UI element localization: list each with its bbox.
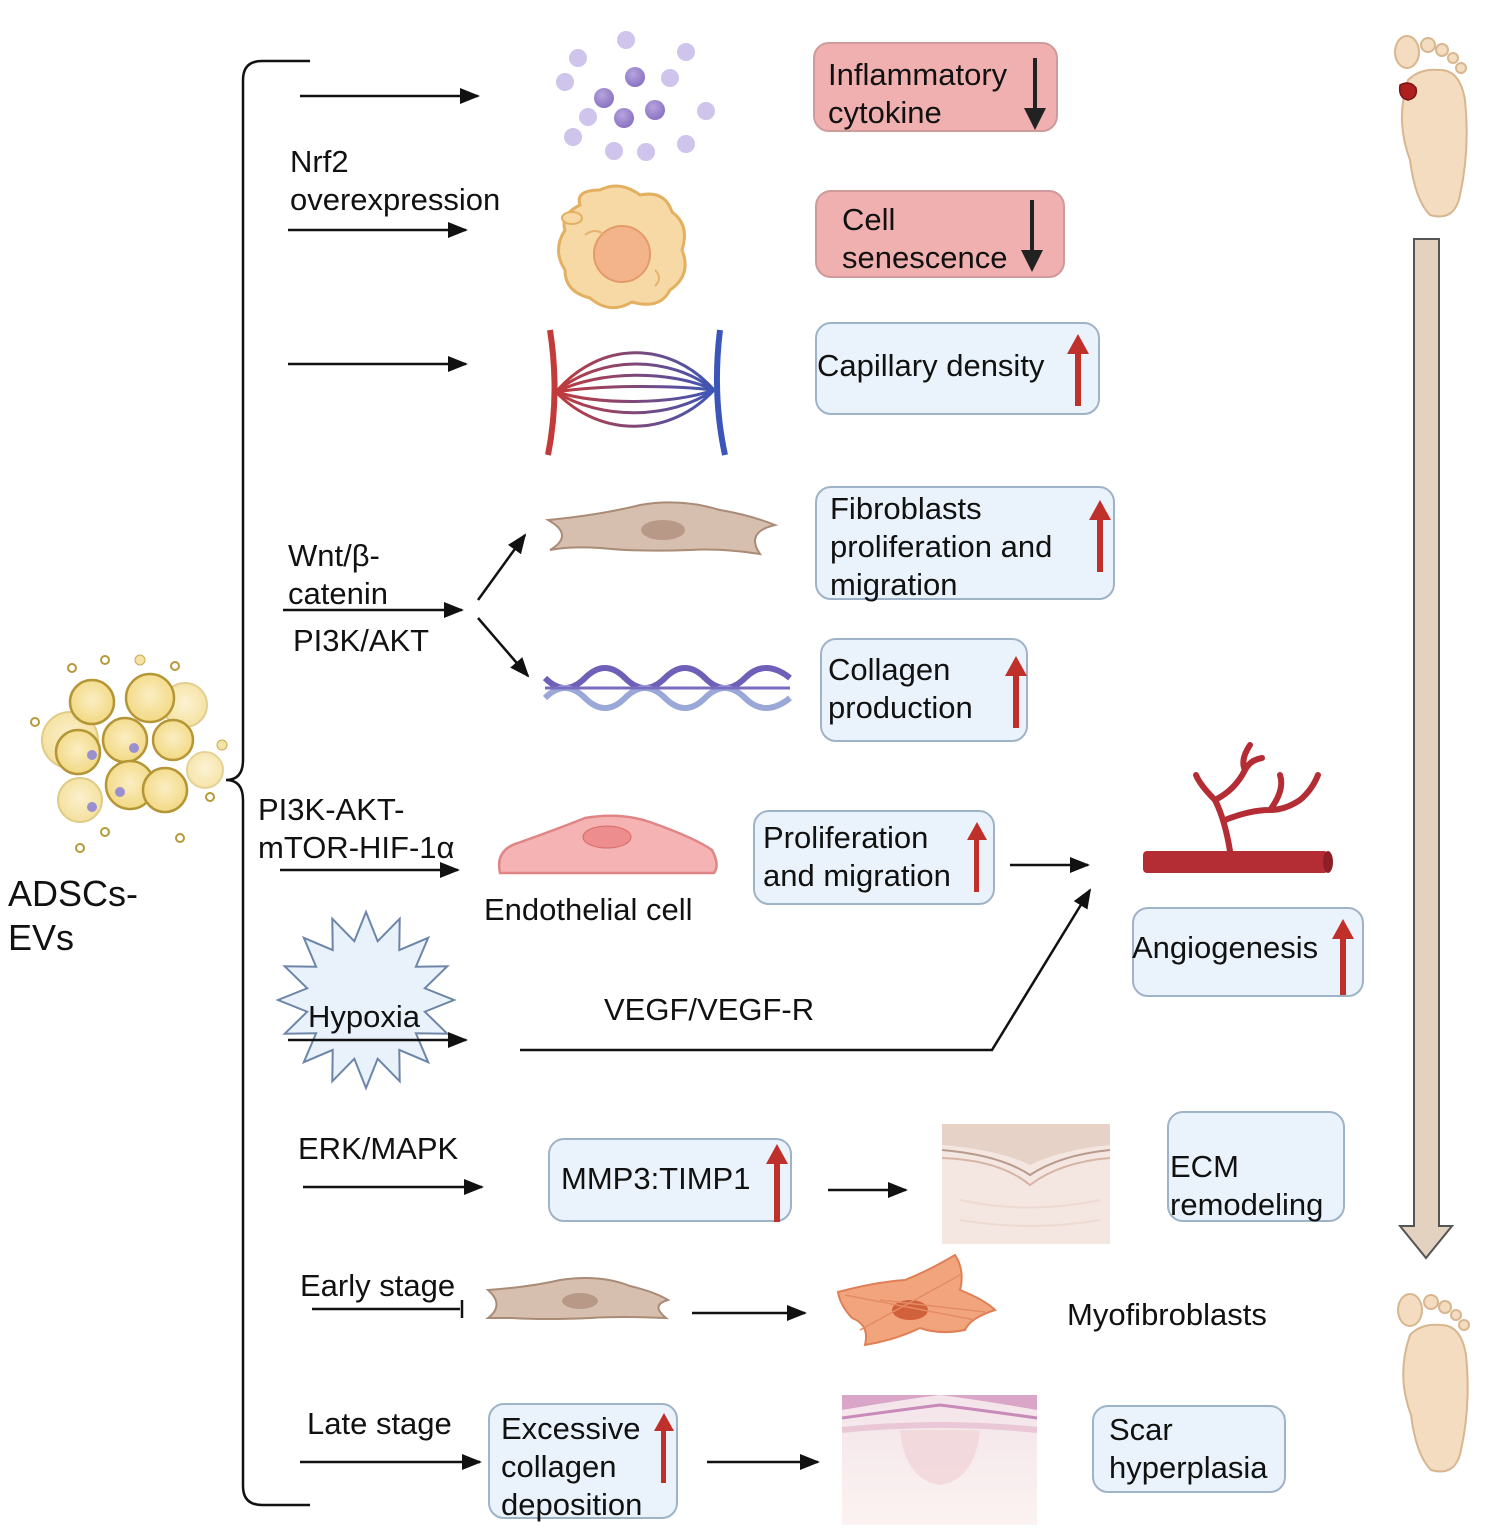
fibroblasts-line3: migration [830, 567, 958, 602]
prolif-line1: Proliferation [763, 820, 929, 855]
pathway-pi3k-akt: PI3K/AKT [293, 623, 430, 658]
collagen-line2: production [828, 690, 973, 725]
up-arrow-icon [1005, 656, 1027, 728]
senescence-line2: senescence [842, 240, 1008, 275]
myofibroblast-icon [836, 1253, 997, 1347]
hypoxia-starburst-icon [275, 909, 457, 1091]
angiogenesis-box: Angiogenesis [1132, 907, 1364, 997]
fibroblast-small-icon [485, 1277, 671, 1320]
down-arrow-icon [1021, 200, 1043, 272]
ecm-remodeling-box: ECM remodeling [1167, 1111, 1345, 1222]
prolif-line2: and migration [763, 858, 951, 893]
pathway-wnt-line1: Wnt/β- [288, 538, 380, 573]
excessive-collagen-box: Excessive collagen deposition [488, 1403, 678, 1522]
capillary-network-icon [545, 329, 728, 456]
mmp-line1: MMP3:TIMP1 [561, 1161, 751, 1196]
inflammatory-line2: cytokine [828, 95, 942, 130]
adipose-cell-cluster-icon [30, 654, 228, 853]
pathway-erk: ERK/MAPK [298, 1131, 459, 1166]
cytokine-particles-icon [556, 31, 715, 161]
pathway-pi3k-mtor-line2: mTOR-HIF-1α [258, 830, 455, 865]
scar-line1: Scar [1109, 1412, 1173, 1447]
source-label-line2: EVs [8, 917, 75, 958]
scar-line2: hyperplasia [1109, 1450, 1268, 1485]
capillary-density-box: Capillary density [815, 322, 1100, 415]
fibroblasts-box: Fibroblasts proliferation and migration [815, 486, 1115, 602]
up-arrow-icon [967, 822, 987, 892]
source-label-line1: ADSCs- [8, 873, 139, 914]
pathway-hypoxia: Hypoxia [308, 999, 420, 1034]
pathway-vegf: VEGF/VEGF-R [604, 992, 815, 1027]
skin-ecm-tissue-icon [941, 1124, 1111, 1244]
pathway-pi3k-mtor-line1: PI3K-AKT- [258, 792, 405, 827]
cell-senescence-box: Cell senescence [815, 190, 1065, 278]
senescent-cell-icon [557, 184, 687, 310]
blood-vessel-sprouting-icon [1143, 742, 1333, 873]
myofibroblasts-label: Myofibroblasts [1067, 1297, 1267, 1332]
excessive-line3: deposition [501, 1487, 643, 1522]
scar-hyperplasia-box: Scar hyperplasia [1092, 1405, 1286, 1493]
collagen-fiber-icon [542, 665, 792, 711]
foot-wound-icon [1394, 35, 1468, 218]
pathway-wnt-line2: catenin [288, 576, 388, 611]
up-arrow-icon [1089, 500, 1111, 572]
pathway-late-stage: Late stage [307, 1406, 452, 1441]
bracket [225, 59, 310, 1507]
up-arrow-icon [766, 1144, 788, 1222]
mmp3-timp1-box: MMP3:TIMP1 [548, 1138, 792, 1222]
endothelial-cell-label: Endothelial cell [484, 892, 693, 927]
up-arrow-icon [1332, 919, 1354, 995]
pathway-nrf2-line1: Nrf2 [290, 144, 349, 179]
ecm-line1: ECM [1170, 1149, 1239, 1184]
endothelial-cell-icon [497, 814, 718, 875]
down-arrow-icon [1024, 58, 1046, 130]
up-arrow-icon [654, 1413, 674, 1483]
fibroblasts-line1: Fibroblasts [830, 491, 982, 526]
proliferation-migration-box: Proliferation and migration [753, 810, 995, 905]
pathway-nrf2-line2: overexpression [290, 182, 501, 217]
up-arrow-icon [1067, 334, 1089, 406]
ecm-line2: remodeling [1170, 1187, 1324, 1222]
scar-tissue-icon [841, 1395, 1038, 1525]
fibroblast-icon [544, 501, 779, 556]
healed-foot-icon [1397, 1293, 1470, 1473]
pathway-early-stage: Early stage [300, 1268, 456, 1303]
fibroblasts-line2: proliferation and [830, 529, 1053, 564]
inflammatory-cytokine-box: Inflammatory cytokine [813, 42, 1058, 132]
progress-arrow [1397, 238, 1455, 1260]
inflammatory-line1: Inflammatory [828, 57, 1008, 92]
angiogenesis-line1: Angiogenesis [1132, 930, 1319, 965]
collagen-line1: Collagen [828, 652, 951, 687]
collagen-production-box: Collagen production [820, 638, 1028, 742]
capillary-line1: Capillary density [817, 348, 1045, 383]
senescence-line1: Cell [842, 202, 896, 237]
excessive-line1: Excessive [501, 1411, 641, 1446]
excessive-line2: collagen [501, 1449, 617, 1484]
